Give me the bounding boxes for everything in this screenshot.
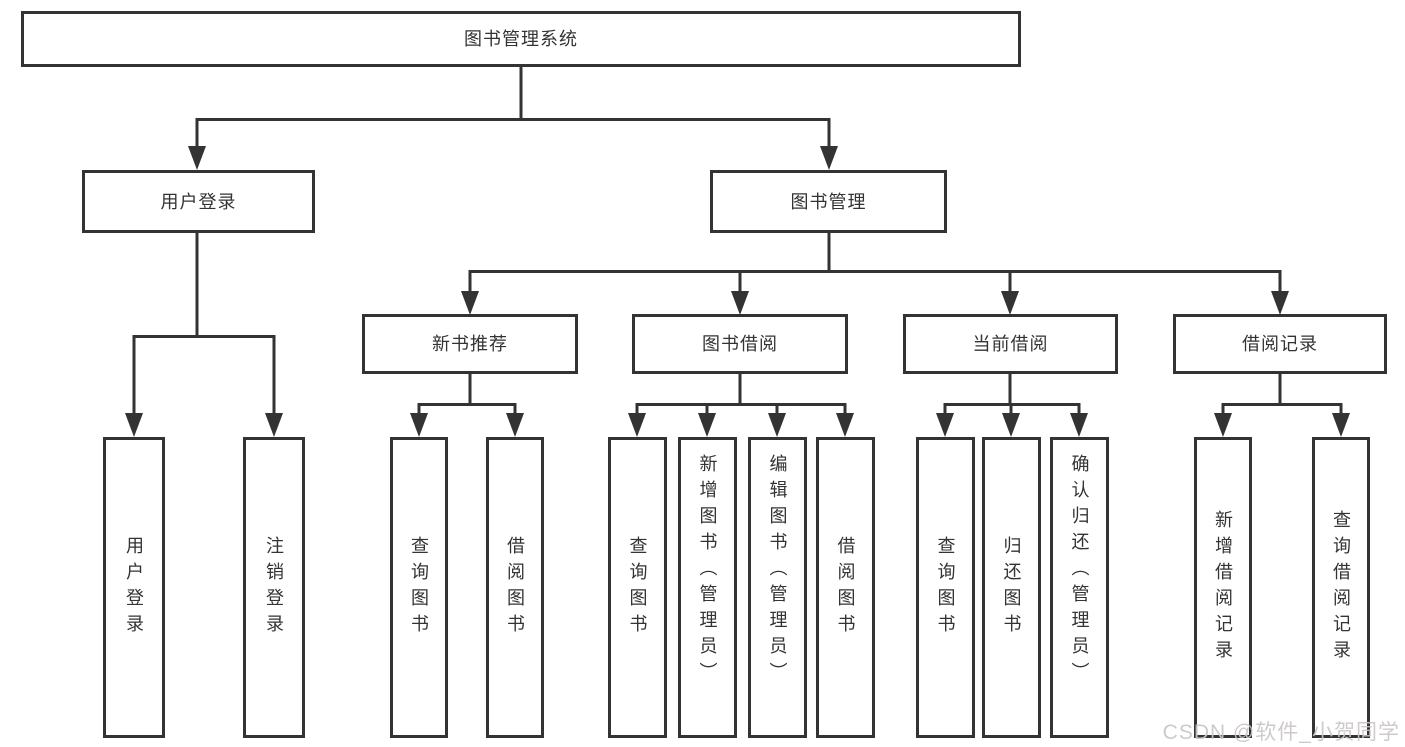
- leaf-return-books: 归还图书: [982, 437, 1041, 738]
- node-current-borrowing: 当前借阅: [903, 314, 1118, 374]
- leaf-edit-books-admin: 编辑图书（管理员）: [748, 437, 807, 738]
- leaf-add-books-admin: 新增图书（管理员）: [678, 437, 737, 738]
- csdn-watermark: CSDN @软件_小贺同学: [1162, 721, 1400, 744]
- leaf-query-books-recommend: 查询图书: [390, 437, 448, 738]
- leaf-borrow-books-borrowing: 借阅图书: [816, 437, 875, 738]
- leaf-query-books-borrowing: 查询图书: [608, 437, 667, 738]
- leaf-query-borrow-record: 查询借阅记录: [1312, 437, 1370, 738]
- node-book-management: 图书管理: [710, 170, 947, 233]
- leaf-logout-login: 注销登录: [243, 437, 305, 738]
- leaf-user-login: 用户登录: [103, 437, 165, 738]
- node-borrowing-records: 借阅记录: [1173, 314, 1387, 374]
- leaf-add-borrow-record: 新增借阅记录: [1194, 437, 1252, 738]
- node-new-book-recommend: 新书推荐: [362, 314, 578, 374]
- node-book-borrowing: 图书借阅: [632, 314, 848, 374]
- leaf-confirm-return-admin: 确认归还（管理员）: [1050, 437, 1109, 738]
- leaf-borrow-books-recommend: 借阅图书: [486, 437, 544, 738]
- node-library-management-system: 图书管理系统: [21, 11, 1021, 67]
- node-user-login: 用户登录: [82, 170, 315, 233]
- leaf-query-books-current: 查询图书: [916, 437, 975, 738]
